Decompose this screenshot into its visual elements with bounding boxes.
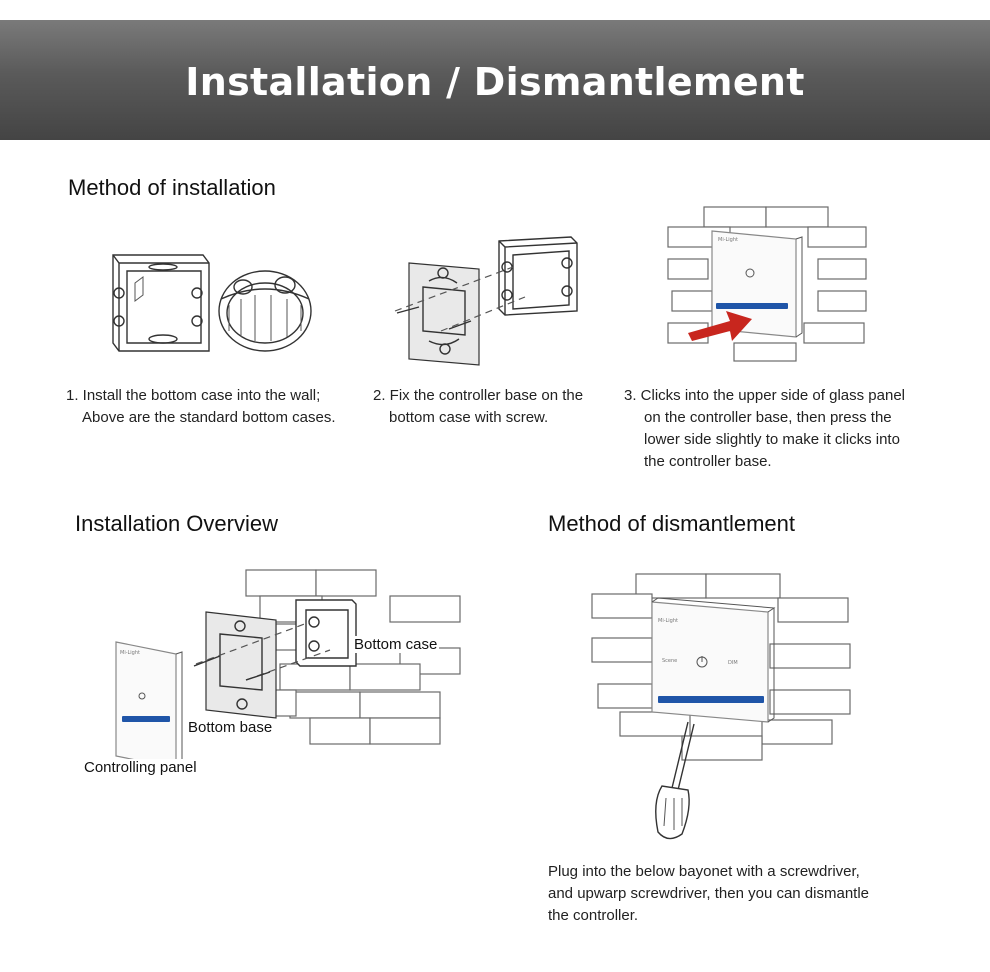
svg-text:Mi-Light: Mi-Light: [658, 618, 678, 624]
title-banner: Installation / Dismantlement: [0, 20, 990, 140]
controlling-panel-label: Controlling panel: [82, 759, 199, 776]
step-2-caption: 2. Fix the controller base on the bottom…: [373, 387, 584, 426]
press-arrow-icon: [688, 311, 752, 341]
dismantlement-illustration: Mi-Light Scene DIM: [591, 573, 851, 840]
installation-heading: Method of installation: [68, 175, 276, 200]
dismantlement-caption: Plug into the below bayonet with a screw…: [548, 863, 870, 924]
svg-text:Mi-Light: Mi-Light: [120, 650, 140, 656]
bottom-case-label: Bottom case: [352, 636, 440, 653]
page-title: Installation / Dismantlement: [185, 60, 805, 104]
panel-press-illustration: Mi-Light: [667, 206, 867, 362]
svg-text:DIM: DIM: [728, 660, 738, 666]
base-and-case-illustration: [394, 236, 578, 366]
installation-overview-illustration: Mi-Light: [115, 569, 461, 769]
dismantlement-heading: Method of dismantlement: [548, 511, 796, 536]
bottom-cases-illustration: [112, 254, 312, 352]
overview-heading: Installation Overview: [75, 511, 278, 536]
screwdriver-icon: [655, 721, 695, 840]
svg-text:Scene: Scene: [662, 658, 677, 664]
svg-text:Mi-Light: Mi-Light: [718, 237, 738, 243]
bottom-base-label: Bottom base: [186, 719, 275, 736]
step-3-caption: 3. Clicks into the upper side of glass p…: [624, 387, 905, 470]
step-1-caption: 1. Install the bottom case into the wall…: [66, 387, 336, 426]
